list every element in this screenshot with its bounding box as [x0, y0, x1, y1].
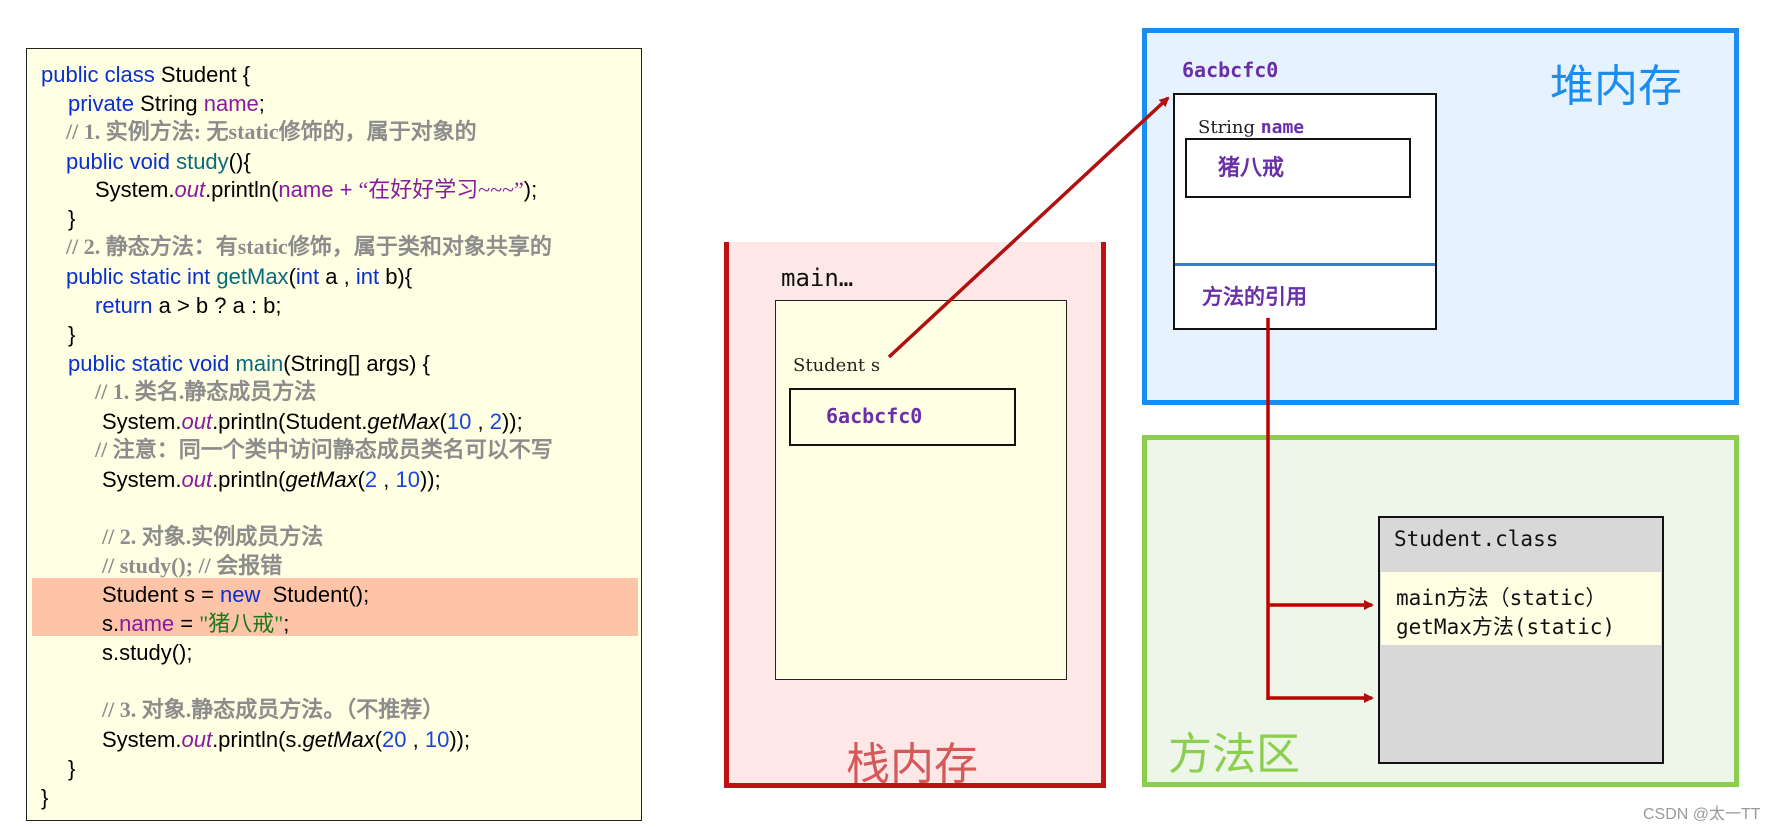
- stack-frame-label: main…: [781, 264, 854, 292]
- method-area-label: 方法区: [1168, 729, 1300, 780]
- code-comment-note: // 注意：同一个类中访问静态成员类名可以不写: [95, 437, 553, 462]
- method-item-getmax: getMax方法(static): [1396, 615, 1616, 639]
- code-line-24: }: [41, 785, 49, 810]
- code-comment-study-error: // study(); // 会报错: [102, 553, 283, 578]
- code-line-20: s.study();: [102, 640, 193, 665]
- name-field-box: [1185, 138, 1411, 198]
- heap-object-divider: [1175, 263, 1435, 266]
- code-comment-object-instance: // 2. 对象.实例成员方法: [102, 524, 324, 549]
- code-comment-object-static: // 3. 对象.静态成员方法。（不推荐）: [102, 697, 445, 722]
- method-reference-label: 方法的引用: [1202, 285, 1307, 309]
- class-name-label: Student.class: [1394, 527, 1559, 551]
- code-line-8: public static int getMax(int a , int b){: [66, 264, 413, 289]
- code-line-4: public void study(){: [66, 149, 251, 174]
- main-stack-frame: [775, 300, 1067, 680]
- code-comment-class-static: // 1. 类名.静态成员方法: [95, 379, 317, 404]
- watermark: CSDN @太一TT: [1643, 806, 1761, 823]
- code-line-13: System.out.println(Student.getMax(10 , 2…: [102, 409, 523, 434]
- code-line-6: }: [68, 206, 76, 231]
- stack-variable-label: Student s: [793, 355, 881, 376]
- heap-object: [1173, 93, 1437, 330]
- code-line-10: }: [68, 322, 76, 347]
- code-panel: [26, 48, 642, 821]
- code-line-2: private String name;: [68, 91, 265, 116]
- heap-area-label: 堆内存: [1550, 61, 1682, 112]
- code-line-5: System.out.println(name + “在好好学习~~~”);: [95, 177, 538, 202]
- code-comment-instance-method: // 1. 实例方法: 无static修饰的，属于对象的: [66, 119, 477, 144]
- code-line-11: public static void main(String[] args) {: [68, 351, 430, 376]
- code-line-23: }: [68, 756, 76, 781]
- reference-arrow: [887, 96, 1170, 359]
- code-line-18: Student s = new Student();: [102, 582, 370, 607]
- method-item-main: main方法（static）: [1396, 586, 1607, 610]
- stack-reference-value: 6acbcfc0: [826, 404, 923, 428]
- method-list: [1381, 572, 1661, 645]
- code-highlight: [32, 578, 638, 636]
- code-line-9: return a > b ? a : b;: [95, 293, 282, 318]
- heap-object-address: 6acbcfc0: [1182, 58, 1279, 82]
- code-line-22: System.out.println(s.getMax(20 , 10));: [102, 727, 471, 752]
- stack-area-label: 栈内存: [846, 739, 978, 790]
- stack-reference-box: [789, 388, 1016, 446]
- code-line-19: s.name = "猪八戒";: [102, 611, 290, 636]
- code-line-15: System.out.println(getMax(2 , 10));: [102, 467, 441, 492]
- heap-field-label: String name: [1198, 117, 1305, 138]
- code-comment-static-method: // 2. 静态方法：有static修饰，属于类和对象共享的: [66, 234, 552, 259]
- code-line-1: public class Student {: [41, 62, 251, 87]
- name-field-value: 猪八戒: [1218, 156, 1285, 181]
